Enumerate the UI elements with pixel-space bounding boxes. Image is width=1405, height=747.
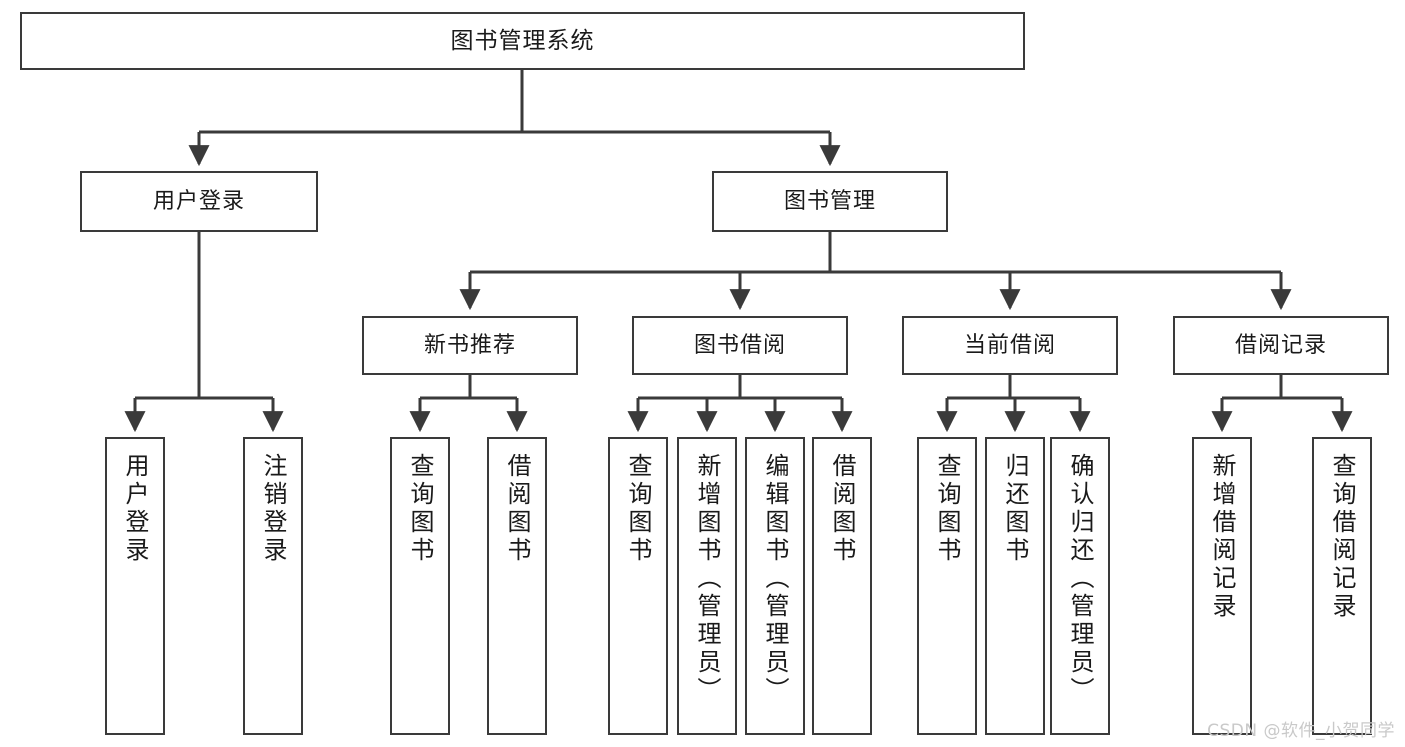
node-leaf-add-book-label: 新增图书（管理员）	[693, 453, 721, 705]
node-book-borrow[interactable]: 图书借阅	[632, 316, 848, 375]
node-leaf-confirm-return[interactable]: 确认归还（管理员）	[1050, 437, 1110, 735]
node-leaf-add-record[interactable]: 新增借阅记录	[1192, 437, 1252, 735]
node-root-label: 图书管理系统	[450, 27, 595, 54]
node-leaf-return-book-label: 归还图书	[1001, 453, 1029, 565]
node-leaf-add-book[interactable]: 新增图书（管理员）	[677, 437, 737, 735]
node-leaf-edit-book[interactable]: 编辑图书（管理员）	[745, 437, 805, 735]
node-leaf-logout[interactable]: 注销登录	[243, 437, 303, 735]
node-current-borrow[interactable]: 当前借阅	[902, 316, 1118, 375]
node-leaf-borrow-book-2-label: 借阅图书	[828, 453, 856, 565]
node-leaf-borrow-book-1-label: 借阅图书	[503, 453, 531, 565]
node-new-book-recommend-label: 新书推荐	[423, 332, 516, 358]
node-book-borrow-label: 图书借阅	[693, 332, 786, 358]
node-leaf-confirm-return-label: 确认归还（管理员）	[1066, 453, 1094, 705]
node-new-book-recommend[interactable]: 新书推荐	[362, 316, 578, 375]
node-leaf-query-book-3-label: 查询图书	[933, 453, 961, 565]
node-leaf-query-book-1-label: 查询图书	[406, 453, 434, 565]
node-leaf-return-book[interactable]: 归还图书	[985, 437, 1045, 735]
node-leaf-query-record-label: 查询借阅记录	[1328, 453, 1356, 621]
node-leaf-logout-label: 注销登录	[259, 453, 287, 565]
node-user-login[interactable]: 用户登录	[80, 171, 318, 232]
watermark-text: CSDN @软件_小贺同学	[1207, 721, 1395, 741]
node-leaf-query-book-3[interactable]: 查询图书	[917, 437, 977, 735]
node-borrow-record[interactable]: 借阅记录	[1173, 316, 1389, 375]
node-leaf-user-login[interactable]: 用户登录	[105, 437, 165, 735]
node-leaf-edit-book-label: 编辑图书（管理员）	[761, 453, 789, 705]
node-book-manage[interactable]: 图书管理	[712, 171, 948, 232]
node-borrow-record-label: 借阅记录	[1234, 332, 1327, 358]
node-leaf-query-book-1[interactable]: 查询图书	[390, 437, 450, 735]
node-user-login-label: 用户登录	[152, 188, 245, 214]
node-root[interactable]: 图书管理系统	[20, 12, 1025, 70]
node-leaf-add-record-label: 新增借阅记录	[1208, 453, 1236, 621]
node-book-manage-label: 图书管理	[783, 188, 876, 214]
node-leaf-query-book-2-label: 查询图书	[624, 453, 652, 565]
node-leaf-borrow-book-1[interactable]: 借阅图书	[487, 437, 547, 735]
node-leaf-borrow-book-2[interactable]: 借阅图书	[812, 437, 872, 735]
node-leaf-query-record[interactable]: 查询借阅记录	[1312, 437, 1372, 735]
node-leaf-query-book-2[interactable]: 查询图书	[608, 437, 668, 735]
node-leaf-user-login-label: 用户登录	[121, 453, 149, 565]
node-current-borrow-label: 当前借阅	[963, 332, 1056, 358]
